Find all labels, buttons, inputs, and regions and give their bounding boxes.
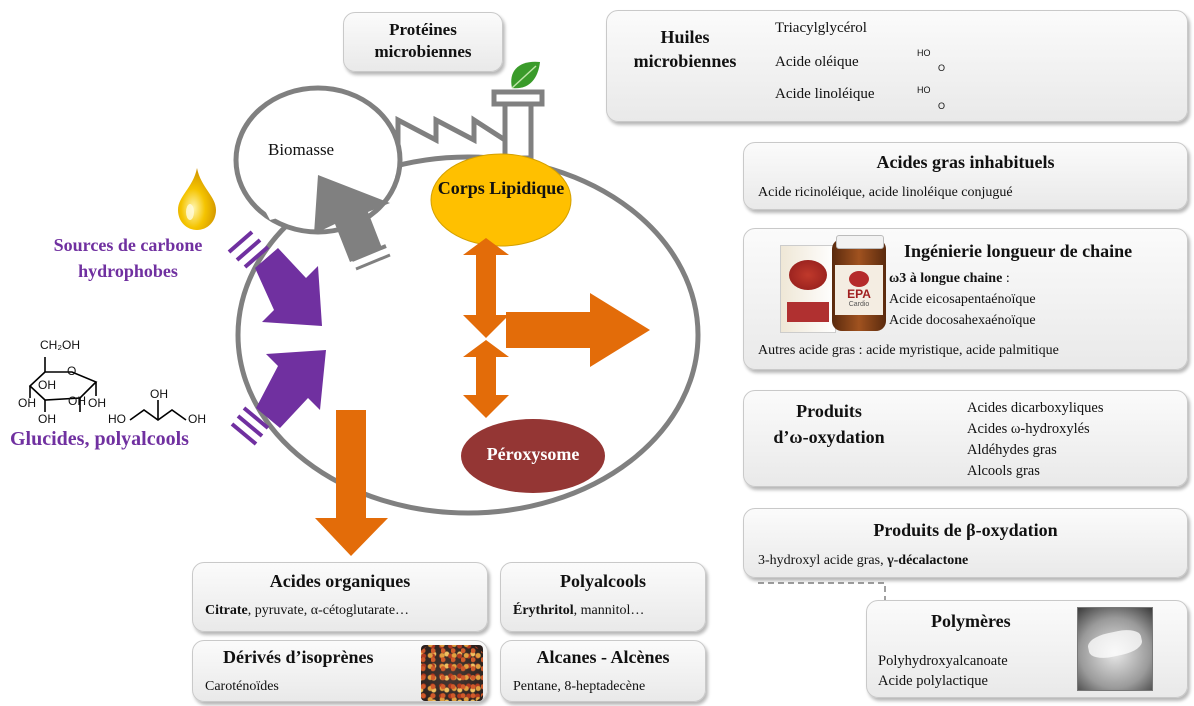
- polyols-title: Polyalcools: [560, 571, 646, 591]
- organic-acids-title: Acides organiques: [269, 571, 411, 591]
- omega3-bold: ω3 à longue chaine: [889, 271, 1003, 286]
- factory-icon: [395, 89, 545, 161]
- polymers-box: Polymères Polyhydroxyalcanoate Acide pol…: [866, 600, 1188, 698]
- linoleic-o: O: [938, 101, 946, 111]
- linoleic-ho: HO: [917, 85, 931, 95]
- peroxisome-label: Péroxysome: [486, 444, 580, 464]
- polyols-box: Polyalcools Érythritol, mannitol…: [500, 562, 706, 632]
- purple-arrow-hydrophobic: [227, 230, 322, 326]
- glycerol-oh-mid: OH: [150, 387, 168, 401]
- oils-box: Huiles microbiennes Triacylglycérol Acid…: [606, 10, 1188, 122]
- oleic-ho: HO: [917, 48, 931, 58]
- beta-ox-title: Produits de β-oxydation: [873, 520, 1058, 540]
- beta-ox-text-bold: γ-décalactone: [887, 553, 969, 568]
- chain-item-epa: Acide eicosapentaénoïque: [889, 292, 1036, 307]
- polyols-bold: Érythritol: [513, 603, 574, 618]
- glucose-oh-2: OH: [18, 396, 36, 410]
- chain-engineering-title: Ingénierie longueur de chaine: [904, 241, 1133, 261]
- glycerol-oh-end: OH: [188, 412, 206, 426]
- beta-oxidation-box: Produits de β-oxydation 3-hydroxyl acide…: [743, 508, 1188, 578]
- glucose-structure: [28, 357, 98, 412]
- chain-item-dha: Acide docosahexaénoïque: [889, 313, 1036, 328]
- glycerol-ho: HO: [108, 412, 126, 426]
- petri-dish-image: [421, 645, 483, 701]
- oil-drop-icon: [178, 168, 216, 230]
- alkanes-box: Alcanes - Alcènes Pentane, 8-heptadecène: [500, 640, 706, 702]
- omega-ox-item-4: Alcools gras: [967, 463, 1040, 479]
- isoprene-box: Dérivés d’isoprènes Caroténoïdes: [192, 640, 488, 702]
- unusual-fa-box: Acides gras inhabituels Acide ricinoléiq…: [743, 142, 1188, 210]
- chain-engineering-box: EPA Cardio Ingénierie longueur de chaine…: [743, 228, 1188, 370]
- polymer-film-image: [1077, 607, 1153, 691]
- polymers-item-pla: Acide polylactique: [878, 673, 988, 689]
- oils-item-oleic: Acide oléique: [775, 54, 859, 70]
- polymers-item-pha: Polyhydroxyalcanoate: [878, 653, 1008, 669]
- isoprene-title: Dérivés d’isoprènes: [223, 647, 374, 667]
- isoprene-text: Caroténoïdes: [205, 679, 279, 694]
- unusual-fa-title: Acides gras inhabituels: [876, 152, 1055, 172]
- biomass-label: Biomasse: [268, 140, 335, 159]
- unusual-fa-text: Acide ricinoléique, acide linoléique con…: [758, 185, 1013, 200]
- omega-ox-item-1: Acides dicarboxyliques: [967, 400, 1104, 416]
- oils-item-tag: Triacylglycérol: [775, 20, 867, 36]
- beta-ox-text-plain: 3-hydroxyl acide gras,: [758, 553, 888, 568]
- polymers-title: Polymères: [931, 611, 1011, 631]
- glucose-ch2oh: CH₂OH: [40, 338, 80, 352]
- beta-ox-text: 3-hydroxyl acide gras, γ-décalactone: [758, 553, 968, 569]
- omega-ox-title-1: Produits: [796, 401, 862, 421]
- orange-double-arrow-lower: [463, 340, 509, 418]
- omega3-line: ω3 à longue chaine :: [889, 271, 1010, 287]
- omega-oxidation-box: Produits d’ω-oxydation Acides dicarboxyl…: [743, 390, 1188, 487]
- hydrophobic-sources-label: Sources de carbone hydrophobes: [53, 235, 203, 281]
- gray-arrow-to-biomass: [314, 175, 391, 271]
- orange-arrow-right: [506, 293, 650, 367]
- polyols-plain: , mannitol…: [573, 603, 645, 618]
- lipid-body-label: Corps Lipidique: [437, 178, 565, 198]
- glucose-oh-4: OH: [88, 396, 106, 410]
- purple-arrow-sugars: [230, 350, 326, 446]
- glucose-oh-3: OH: [68, 394, 86, 408]
- oils-title: Huiles microbiennes: [633, 27, 737, 71]
- organic-plain: , pyruvate, α-cétoglutarate…: [247, 603, 410, 618]
- proteins-title: Protéines microbiennes: [374, 20, 472, 61]
- organic-acids-text: Citrate, pyruvate, α-cétoglutarate…: [205, 603, 409, 619]
- epa-sublabel: Cardio: [848, 301, 870, 308]
- sugars-label: Glucides, polyalcools: [10, 428, 189, 450]
- organic-bold: Citrate: [205, 603, 248, 618]
- glucose-o: O: [67, 364, 77, 378]
- orange-arrow-down: [315, 410, 388, 556]
- organic-acids-box: Acides organiques Citrate, pyruvate, α-c…: [192, 562, 488, 632]
- peroxisome-shape: [461, 419, 605, 493]
- polyols-text: Érythritol, mannitol…: [513, 603, 644, 619]
- orange-double-arrow-upper: [463, 238, 509, 338]
- omega-ox-item-2: Acides ω-hydroxylés: [967, 421, 1090, 437]
- glucose-oh-5: OH: [38, 412, 56, 426]
- omega-ox-item-3: Aldéhydes gras: [967, 442, 1057, 458]
- omega-ox-title-2: d’ω-oxydation: [773, 427, 885, 447]
- alkanes-text: Pentane, 8-heptadecène: [513, 679, 646, 694]
- oleic-o: O: [938, 63, 946, 73]
- epa-product-image: EPA Cardio: [780, 235, 888, 333]
- oils-item-linoleic: Acide linoléique: [775, 86, 875, 102]
- proteins-box: Protéines microbiennes: [343, 12, 503, 72]
- glucose-oh-1: OH: [38, 378, 56, 392]
- alkanes-title: Alcanes - Alcènes: [536, 647, 670, 667]
- lipid-body-shape: [430, 153, 572, 247]
- epa-label: EPA: [847, 287, 871, 301]
- chain-others: Autres acide gras : acide myristique, ac…: [758, 343, 1059, 358]
- omega3-rest: :: [1002, 271, 1010, 286]
